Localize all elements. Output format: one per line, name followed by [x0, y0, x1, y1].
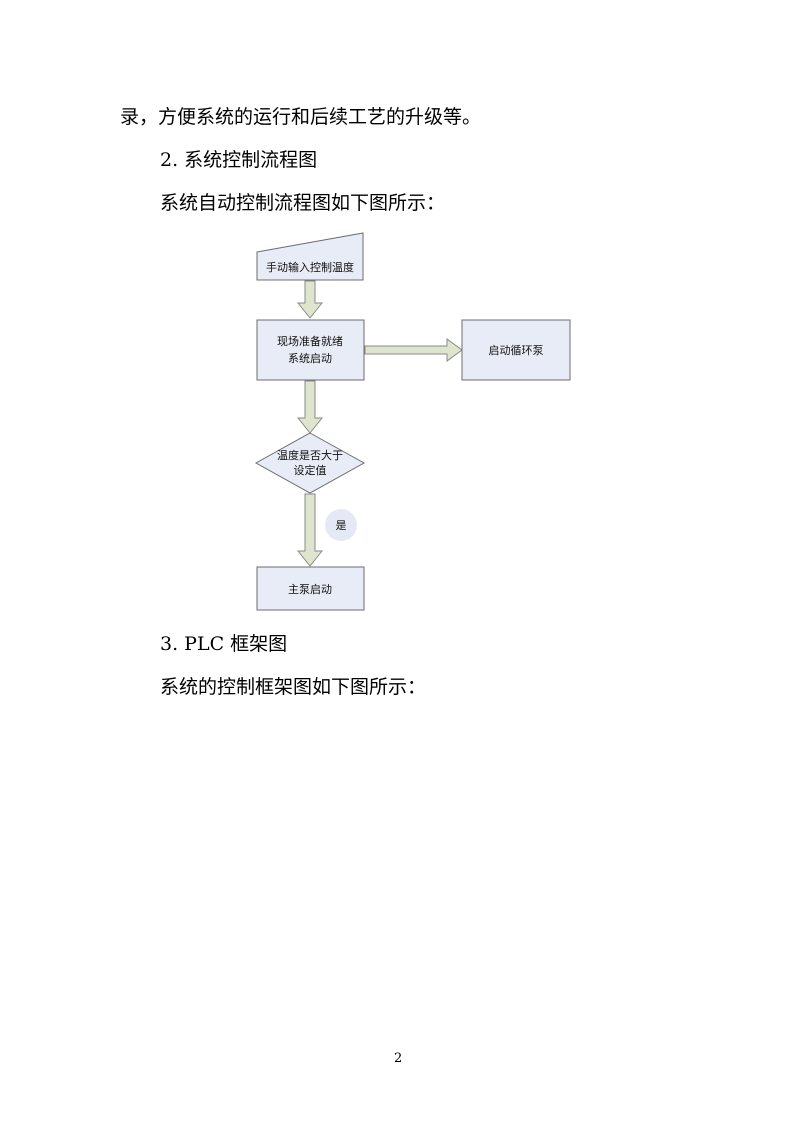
ready-label-line1: 现场准备就绪 — [277, 334, 343, 348]
section-heading-flowchart: 2. 系统控制流程图 — [160, 149, 318, 171]
decision-label-line2: 设定值 — [294, 463, 327, 477]
body-text-line: 录，方便系统的运行和后续工艺的升级等。 — [120, 106, 482, 128]
yes-label: 是 — [336, 519, 347, 532]
ready-process-box — [256, 319, 365, 381]
circulation-pump-box — [461, 319, 571, 381]
page-number: 2 — [394, 1051, 403, 1066]
decision-diamond — [254, 432, 366, 494]
arrow-down-1 — [296, 280, 324, 319]
arrow-down-3 — [296, 493, 324, 567]
yes-label-bubble — [325, 509, 357, 541]
flowchart-intro-text: 系统自动控制流程图如下图所示： — [160, 192, 446, 214]
arrow-down-2 — [296, 380, 324, 434]
decision-label-line1: 温度是否大于 — [277, 448, 343, 462]
section-heading-plc-framework: 3. PLC 框架图 — [160, 633, 288, 655]
ready-label-line2: 系统启动 — [288, 352, 332, 365]
manual-input-shape — [256, 232, 364, 281]
manual-input-label: 手动输入控制温度 — [266, 260, 354, 274]
main-pump-label: 主泵启动 — [288, 583, 332, 596]
circulation-pump-label: 启动循环泵 — [489, 344, 544, 357]
framework-intro-text: 系统的控制框架图如下图所示： — [160, 676, 427, 698]
arrow-right — [364, 338, 463, 362]
main-pump-box — [256, 566, 365, 611]
